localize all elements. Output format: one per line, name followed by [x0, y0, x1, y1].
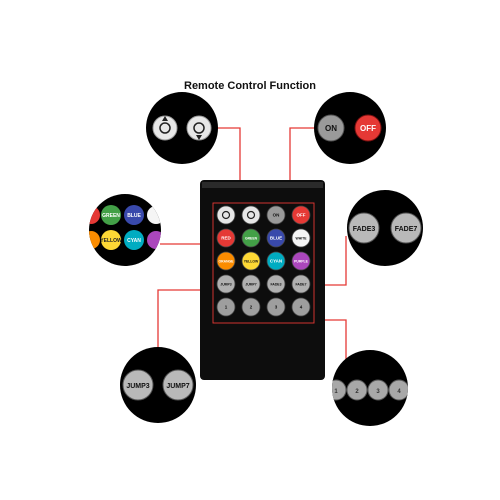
remote-button-blue[interactable]: BLUE: [266, 228, 286, 248]
remote-button-label: ON: [273, 213, 280, 218]
remote-button-label: PURPLE: [294, 260, 308, 264]
remote-button-brightness-down-icon[interactable]: [241, 205, 261, 225]
remote-button-label: FADE3: [271, 283, 282, 287]
remote-button-3[interactable]: 3: [266, 297, 286, 317]
remote-button-orange[interactable]: ORANGE: [216, 251, 236, 271]
off-button-closeup: OFF: [354, 114, 382, 142]
fade3-label: FADE3: [353, 226, 376, 233]
remote-button-yellow[interactable]: YELLOW: [241, 251, 261, 271]
remote-button-label: GREEN: [245, 237, 258, 241]
remote-button-label: OFF: [297, 213, 306, 218]
blue-label: BLUE: [127, 213, 141, 219]
mode1-label: 1: [334, 389, 338, 395]
callout-jump: JUMP3 JUMP7: [120, 347, 196, 423]
page-title: Remote Control Function: [184, 80, 316, 92]
remote-button-label: JUMP7: [245, 283, 256, 287]
off-label: OFF: [360, 124, 376, 133]
remote-button-label: YELLOW: [244, 260, 259, 264]
remote-button-white[interactable]: WHITE: [291, 228, 311, 248]
yellow-label: YELLOW: [100, 238, 122, 244]
remote-button-cyan[interactable]: CYAN: [266, 251, 286, 271]
remote-button-off[interactable]: OFF: [291, 205, 311, 225]
green-label: GREEN: [102, 213, 120, 219]
remote-buttons: ON OFF RED GREEN BLUE WHITE ORANGE YELLOW CYAN PU…: [216, 205, 311, 317]
callout-colors: GREEN BLUE YELLOW CYAN: [89, 194, 161, 266]
remote-button-fade3[interactable]: FADE3: [266, 274, 286, 294]
remote-button-label: CYAN: [270, 259, 282, 264]
fade7-label: FADE7: [395, 226, 418, 233]
fade3-button-closeup: FADE3: [348, 212, 380, 244]
remote-button-label: ORANGE: [219, 260, 235, 264]
remote-button-green[interactable]: GREEN: [241, 228, 261, 248]
on-label: ON: [325, 124, 337, 133]
remote-button-4[interactable]: 4: [291, 297, 311, 317]
remote-button-label: WHITE: [296, 237, 308, 241]
mode2-label: 2: [355, 389, 359, 395]
remote-button-on[interactable]: ON: [266, 205, 286, 225]
jump3-button-closeup: JUMP3: [122, 369, 154, 401]
remote-button-purple[interactable]: PURPLE: [291, 251, 311, 271]
callout-fade: FADE3 FADE7: [347, 190, 423, 266]
brightness-down-icon: [186, 115, 212, 141]
jump7-label: JUMP7: [166, 383, 189, 390]
button-grid-frame: [212, 202, 315, 324]
callout-brightness: [146, 92, 218, 164]
remote-button-label: 2: [250, 305, 253, 310]
remote-button-label: BLUE: [270, 236, 282, 241]
line-jump: [157, 289, 215, 360]
remote-button-label: RED: [221, 236, 231, 241]
fade7-button-closeup: FADE7: [390, 212, 422, 244]
remote-button-jump3[interactable]: JUMP3: [216, 274, 236, 294]
remote-button-fade7[interactable]: FADE7: [291, 274, 311, 294]
brightness-up-icon: [221, 210, 231, 220]
brightness-up-icon: [152, 115, 178, 141]
remote-button-label: FADE7: [296, 283, 307, 287]
mode4-label: 4: [397, 389, 401, 395]
jump3-label: JUMP3: [126, 383, 149, 390]
remote-button-red[interactable]: RED: [216, 228, 236, 248]
mode3-label: 3: [376, 389, 380, 395]
remote-button-label: JUMP3: [220, 283, 231, 287]
remote-button-label: 1: [225, 305, 228, 310]
callout-power: ON OFF: [314, 92, 386, 164]
callout-modes: 1 2 3 4: [332, 350, 408, 426]
jump7-button-closeup: JUMP7: [162, 369, 194, 401]
brightness-down-icon: [246, 210, 256, 220]
remote-button-label: 3: [275, 305, 278, 310]
remote-body: [200, 180, 325, 380]
cyan-label: CYAN: [127, 238, 141, 244]
remote-button-jump7[interactable]: JUMP7: [241, 274, 261, 294]
remote-button-2[interactable]: 2: [241, 297, 261, 317]
remote-button-1[interactable]: 1: [216, 297, 236, 317]
on-button-closeup: ON: [317, 114, 345, 142]
remote-button-label: 4: [300, 305, 303, 310]
remote-button-brightness-up-icon[interactable]: [216, 205, 236, 225]
